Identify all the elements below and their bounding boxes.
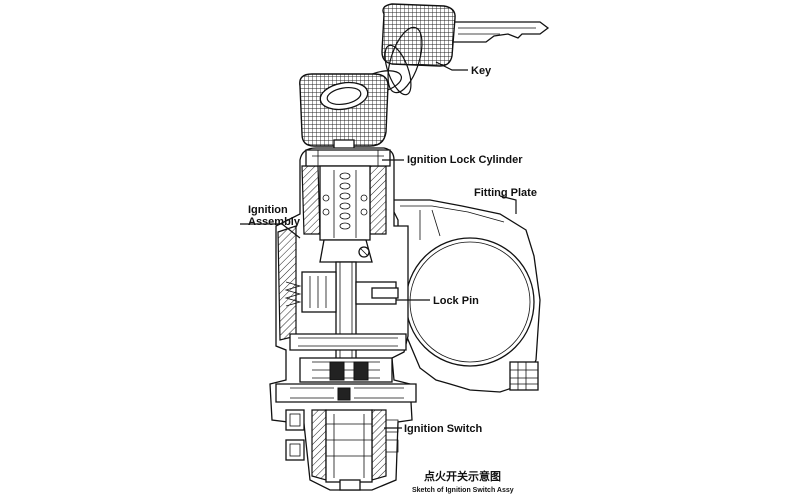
caption-chinese: 点火开关示意图 <box>424 469 501 483</box>
label-ignition-assembly-line1: Ignition <box>248 204 288 216</box>
ignition-switch <box>275 357 417 491</box>
label-ignition-switch: Ignition Switch <box>404 423 482 435</box>
ignition-assembly-housing <box>269 147 413 491</box>
label-ignition-assembly-line2: Assembly <box>248 216 301 228</box>
leader-lines <box>240 61 517 429</box>
label-lock-pin: Lock Pin <box>433 295 479 307</box>
caption-english: Sketch of Ignition Switch Assy <box>412 487 514 494</box>
label-ignition-lock-cylinder: Ignition Lock Cylinder <box>407 154 523 166</box>
key-illustration <box>299 3 550 157</box>
tumbler-springs <box>322 172 368 230</box>
label-fitting-plate: Fitting Plate <box>474 187 537 199</box>
label-key: Key <box>471 65 492 77</box>
